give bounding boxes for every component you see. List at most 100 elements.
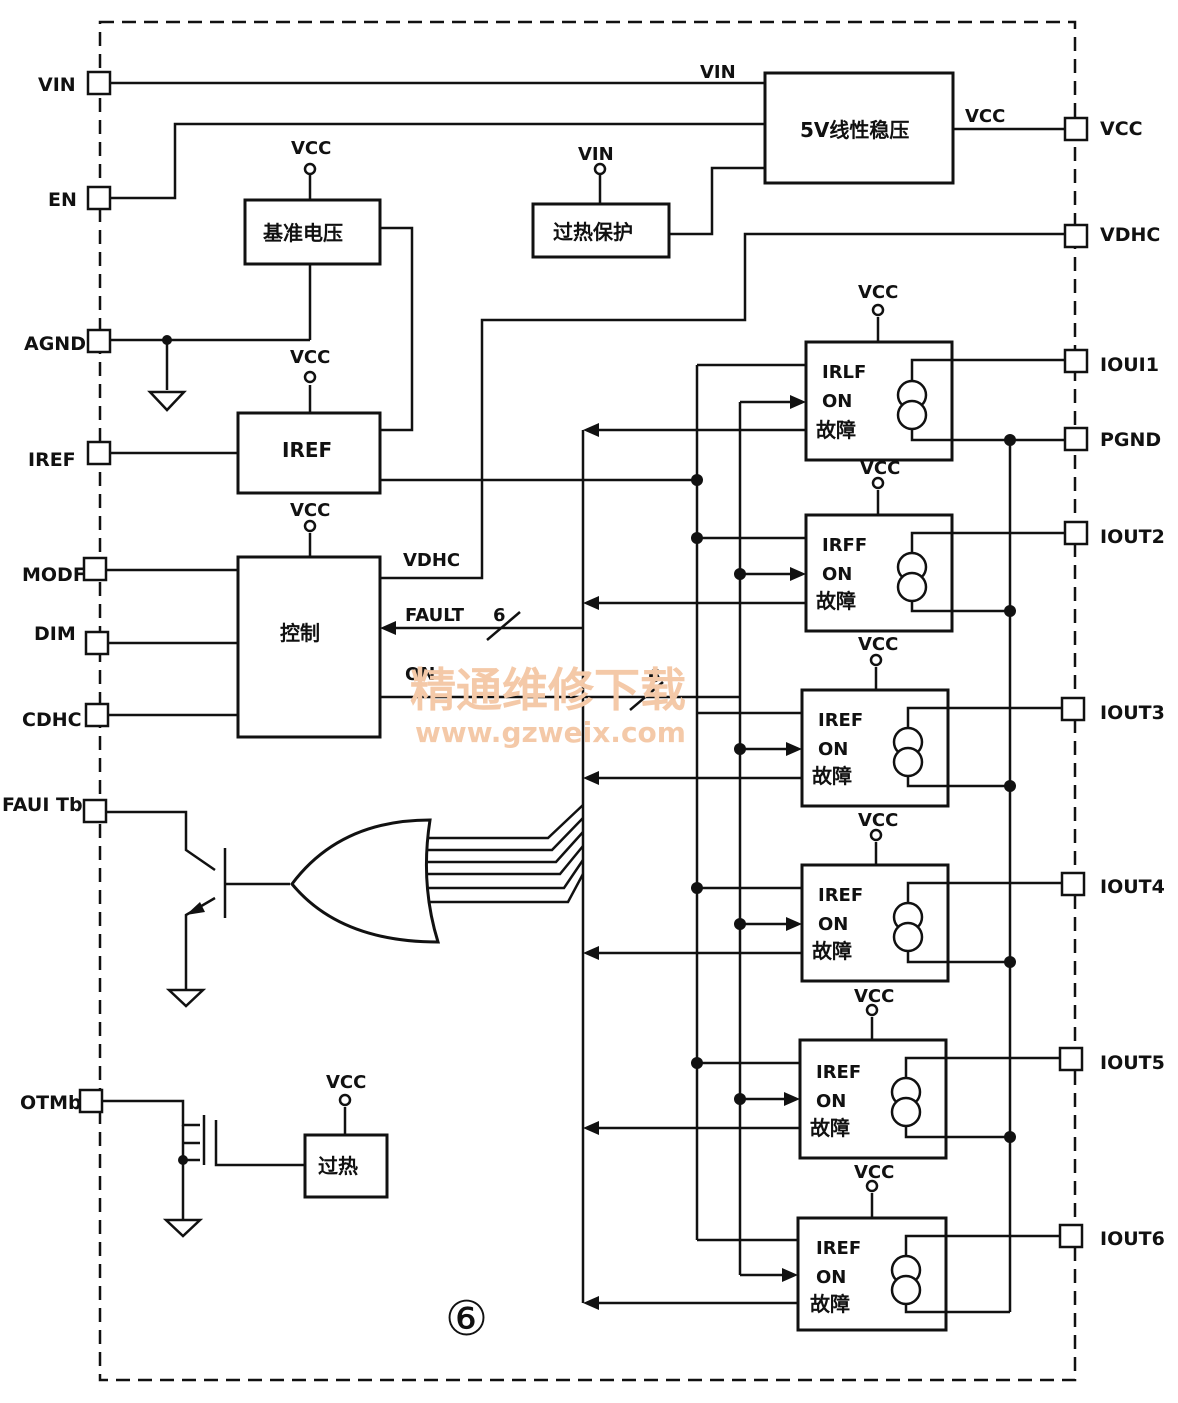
pin-otmb: OTMb bbox=[20, 1088, 104, 1114]
junction-ch5-on bbox=[734, 1093, 746, 1105]
overheat-block: 过热 bbox=[303, 1133, 389, 1199]
svg-text:IOUT4: IOUT4 bbox=[1100, 876, 1165, 898]
svg-text:VCC: VCC bbox=[1100, 118, 1143, 140]
svg-text:MODF: MODF bbox=[22, 564, 86, 586]
pin-vin: VIN bbox=[38, 70, 112, 96]
svg-text:5V线性稳压: 5V线性稳压 bbox=[800, 118, 909, 142]
svg-text:VIN: VIN bbox=[38, 74, 76, 96]
svg-text:IOUT2: IOUT2 bbox=[1100, 526, 1165, 548]
svg-text:ON: ON bbox=[822, 564, 852, 585]
svg-text:OTMb: OTMb bbox=[20, 1092, 82, 1114]
net-label-vin: VIN bbox=[700, 62, 736, 83]
pin-iout5: IOUT5 bbox=[1058, 1046, 1165, 1074]
overheat-vcc-label: VCC bbox=[326, 1072, 366, 1093]
channel-1: IRLF ON 故障 VCC bbox=[583, 282, 1065, 462]
channel-5: IREF ON 故障 VCC bbox=[583, 986, 1060, 1160]
pin-agnd: AGND bbox=[24, 328, 112, 355]
junction-ch5-iref bbox=[691, 1057, 703, 1069]
svg-text:DIM: DIM bbox=[34, 623, 76, 645]
ground-symbol-otmb bbox=[162, 1218, 204, 1238]
junction-mosfet bbox=[178, 1155, 188, 1165]
svg-text:IREF: IREF bbox=[816, 1062, 861, 1083]
svg-text:EN: EN bbox=[48, 189, 77, 211]
svg-text:VCC: VCC bbox=[860, 458, 900, 479]
net-label-vdhc: VDHC bbox=[403, 550, 460, 571]
svg-text:过热保护: 过热保护 bbox=[553, 220, 633, 244]
svg-text:www.gzweix.com: www.gzweix.com bbox=[415, 716, 686, 749]
reference-block: 基准电压 bbox=[243, 198, 382, 266]
svg-text:过热: 过热 bbox=[318, 1154, 358, 1178]
ref-vcc-label: VCC bbox=[291, 138, 331, 159]
svg-text:⑥: ⑥ bbox=[445, 1291, 488, 1347]
bus-slash-on bbox=[629, 681, 664, 711]
or-gate bbox=[290, 818, 441, 944]
pin-iref: IREF bbox=[28, 440, 112, 471]
pin-vdhc: VDHC bbox=[1063, 223, 1160, 249]
svg-text:IOUT5: IOUT5 bbox=[1100, 1052, 1165, 1074]
svg-text:ON: ON bbox=[818, 914, 848, 935]
channel-6: IREF ON 故障 VCC bbox=[583, 1162, 1060, 1332]
svg-text:IREF: IREF bbox=[28, 449, 76, 471]
svg-text:故障: 故障 bbox=[810, 1292, 850, 1316]
svg-text:IRFF: IRFF bbox=[822, 535, 867, 556]
junction-ch4-iref bbox=[691, 882, 703, 894]
wire-mosfet-gate bbox=[214, 1120, 305, 1167]
junction-iref bbox=[691, 474, 703, 486]
arrow-fault bbox=[380, 621, 396, 635]
channel-2: IRFF ON 故障 VCC bbox=[583, 458, 1065, 633]
pin-vcc: VCC bbox=[1063, 116, 1143, 142]
pin-faultb: FAUI Tb bbox=[2, 794, 108, 824]
pin-mode: MODF bbox=[22, 556, 108, 586]
junction-ch2-pgnd bbox=[1004, 605, 1016, 617]
svg-text:PGND: PGND bbox=[1100, 429, 1161, 451]
wire-vdhc bbox=[380, 232, 1065, 580]
arrow-emitter bbox=[186, 902, 205, 915]
ref-vcc-terminal bbox=[303, 162, 317, 176]
junction-ch4-pgnd bbox=[1004, 956, 1016, 968]
svg-text:故障: 故障 bbox=[810, 1116, 850, 1140]
svg-text:IREF: IREF bbox=[818, 885, 863, 906]
svg-text:ON: ON bbox=[816, 1091, 846, 1112]
junction-ch4-on bbox=[734, 918, 746, 930]
ground-symbol-faultb bbox=[165, 988, 207, 1008]
junction-ch5-pgnd bbox=[1004, 1131, 1016, 1143]
svg-text:IREF: IREF bbox=[816, 1238, 861, 1259]
pin-iout4: IOUT4 bbox=[1060, 871, 1165, 898]
watermark: 精通维修下载 www.gzweix.com bbox=[410, 663, 686, 749]
pin-iout2: IOUT2 bbox=[1063, 520, 1165, 548]
pin-dim: DIM bbox=[34, 623, 110, 656]
junction-ch2-iref bbox=[691, 532, 703, 544]
bus-slash-fault bbox=[486, 611, 521, 641]
channel-3: IREF ON 故障 VCC bbox=[583, 634, 1062, 808]
iref-block: IREF bbox=[236, 411, 382, 495]
regulator-block: 5V线性稳压 bbox=[763, 71, 955, 185]
bus-width-on: 6 bbox=[648, 666, 661, 687]
net-label-vin-thermal: VIN bbox=[578, 144, 614, 165]
control-block: 控制 bbox=[236, 555, 382, 739]
wire-thermal-to-regulator bbox=[669, 166, 765, 236]
junction-pgnd bbox=[1004, 434, 1016, 446]
svg-text:控制: 控制 bbox=[280, 621, 320, 645]
control-vcc-label: VCC bbox=[290, 500, 330, 521]
svg-text:IRLF: IRLF bbox=[822, 362, 866, 383]
junction-ch3-on bbox=[734, 743, 746, 755]
svg-text:精通维修下载: 精通维修下载 bbox=[410, 663, 686, 717]
svg-text:故障: 故障 bbox=[812, 764, 852, 788]
wire-otmb bbox=[102, 1099, 200, 1127]
svg-text:AGND: AGND bbox=[24, 333, 86, 355]
wire-ref-to-iref bbox=[380, 226, 414, 432]
svg-text:故障: 故障 bbox=[816, 589, 856, 613]
channel-4: IREF ON 故障 VCC bbox=[583, 810, 1062, 983]
pin-iout6: IOUT6 bbox=[1058, 1223, 1165, 1250]
or-gate-inputs bbox=[428, 804, 585, 904]
pin-cdhc: CDHC bbox=[22, 702, 110, 731]
pin-en: EN bbox=[48, 185, 112, 211]
net-label-fault: FAULT bbox=[405, 605, 465, 626]
thermal-protect-block: 过热保护 bbox=[531, 202, 671, 259]
wire-en bbox=[110, 122, 765, 200]
junction-ch3-pgnd bbox=[1004, 780, 1016, 792]
wire-mosfet-source bbox=[181, 1125, 200, 1220]
svg-text:ON: ON bbox=[816, 1267, 846, 1288]
svg-text:ON: ON bbox=[822, 391, 852, 412]
